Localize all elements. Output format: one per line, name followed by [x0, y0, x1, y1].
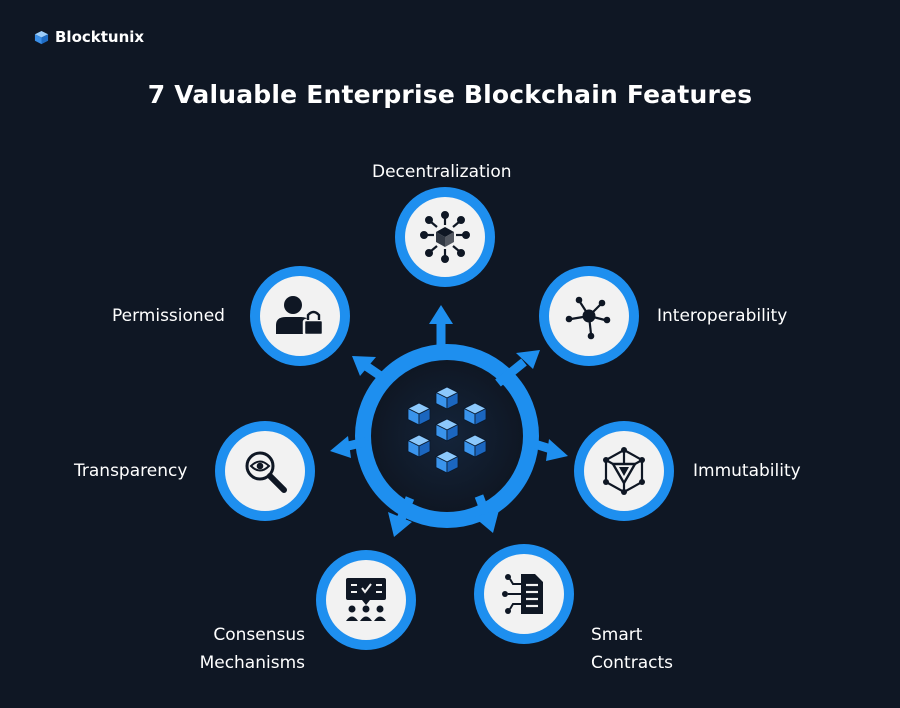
- cube-1: [435, 386, 459, 410]
- eye-magnifier-icon: [245, 451, 287, 493]
- label-immutability: Immutability: [693, 461, 801, 481]
- brand[interactable]: Blocktunix: [34, 28, 144, 46]
- cube-6: [463, 434, 487, 458]
- node-smart-contracts: [474, 544, 574, 644]
- cube-2: [407, 402, 431, 426]
- brand-cube-icon: [34, 30, 49, 44]
- node-decentralization: [395, 187, 495, 287]
- connector-arrows: [330, 305, 568, 537]
- arrow-consensus: [388, 496, 415, 537]
- arrow-immutability: [523, 436, 568, 461]
- node-interoperability: [539, 266, 639, 366]
- user-lock-icon: [276, 296, 325, 337]
- label-permissioned: Permissioned: [112, 306, 225, 326]
- cube-7: [435, 450, 459, 474]
- label-consensus-line2: Mechanisms: [199, 653, 305, 673]
- arrow-decentralization: [429, 305, 453, 356]
- group-vote-icon: [346, 578, 386, 621]
- contract-circuit-icon: [502, 574, 543, 614]
- label-transparency: Transparency: [74, 461, 188, 481]
- arrow-transparency: [330, 436, 371, 458]
- node-permissioned: [250, 266, 350, 366]
- cube-4: [435, 418, 459, 442]
- label-smart-contracts-line1: Smart: [591, 625, 643, 645]
- arrow-interoperability: [495, 350, 540, 387]
- label-smart-contracts-line2: Contracts: [591, 653, 673, 673]
- arrow-permissioned: [352, 356, 394, 387]
- hub-network-icon: [565, 296, 611, 340]
- label-decentralization: Decentralization: [372, 162, 512, 182]
- cube-cluster-icon: [407, 386, 487, 474]
- cube-5: [407, 434, 431, 458]
- page-title: 7 Valuable Enterprise Blockchain Feature…: [147, 80, 753, 109]
- label-interoperability: Interoperability: [657, 306, 788, 326]
- triangle-chain-icon: [603, 447, 645, 495]
- node-immutability: [574, 421, 674, 521]
- label-consensus-line1: Consensus: [213, 625, 305, 645]
- arrow-smart-contracts: [474, 494, 499, 533]
- label-consensus-mechanisms: Consensus Mechanisms: [193, 621, 305, 677]
- cube-3: [463, 402, 487, 426]
- label-smart-contracts: Smart Contracts: [591, 621, 673, 677]
- network-cube-icon: [420, 211, 470, 263]
- brand-name: Blocktunix: [55, 28, 145, 46]
- node-consensus-mechanisms: [316, 550, 416, 650]
- node-transparency: [215, 421, 315, 521]
